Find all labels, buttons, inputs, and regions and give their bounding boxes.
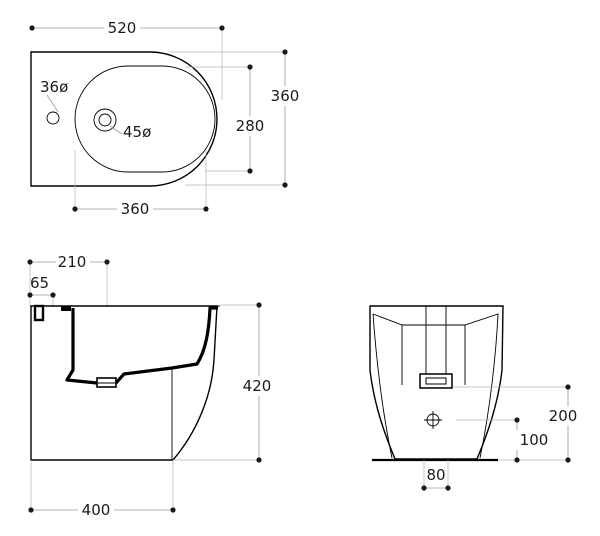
dim-label-65: 65 <box>30 274 49 292</box>
drain-inner <box>98 113 112 127</box>
dim-label-420: 420 <box>243 377 272 395</box>
side-bowl-profile <box>65 306 218 385</box>
label-bg <box>268 86 302 106</box>
label-bg <box>515 430 551 450</box>
rim-marker <box>61 306 71 311</box>
top-bowl-outline <box>74 65 216 173</box>
dim-label-200: 200 <box>549 407 578 425</box>
dim-dot <box>514 457 520 463</box>
dim-dot <box>72 206 78 212</box>
side-body-outline <box>30 305 218 461</box>
label-bg <box>548 406 584 426</box>
dim-label-360-bottom: 360 <box>121 200 150 218</box>
dim-dot <box>28 507 34 513</box>
front-inner-contour-left <box>372 313 393 459</box>
label-bg <box>117 199 153 219</box>
dim-dot <box>256 457 262 463</box>
drain-fitting <box>96 377 117 388</box>
dim-dot <box>565 457 571 463</box>
label-bg <box>104 18 140 38</box>
leader-45 <box>109 125 123 135</box>
label-bg <box>240 376 276 396</box>
trap-inner <box>425 377 447 385</box>
dim-dot <box>256 302 262 308</box>
dim-dot <box>203 206 209 212</box>
dim-label-45: 45ø <box>123 123 151 141</box>
dim-dot <box>445 485 451 491</box>
dim-label-210: 210 <box>58 253 87 271</box>
dim-label-400: 400 <box>82 501 111 519</box>
dim-label-280: 280 <box>236 117 265 135</box>
top-body-outline <box>30 51 218 187</box>
dim-label-100: 100 <box>520 431 549 449</box>
top-view: 520 36ø 45ø 360 280 <box>29 18 302 219</box>
dim-dot <box>421 485 427 491</box>
front-inner-contour-right <box>372 313 499 459</box>
dim-dot <box>170 507 176 513</box>
dim-dot <box>282 49 288 55</box>
dim-dot <box>50 292 56 298</box>
dim-dot <box>104 259 110 265</box>
dim-dot <box>514 417 520 423</box>
dim-dot <box>27 259 33 265</box>
label-bg <box>232 116 268 136</box>
label-bg <box>56 252 90 272</box>
dim-dot <box>565 384 571 390</box>
dim-label-36: 36ø <box>40 78 68 96</box>
dim-dot <box>247 168 253 174</box>
dim-dot <box>247 64 253 70</box>
dim-label-360-right: 360 <box>271 87 300 105</box>
faucet-hole <box>46 111 60 125</box>
dim-dot <box>29 25 35 31</box>
dim-label-80: 80 <box>426 466 445 484</box>
side-view: 210 65 420 400 <box>27 252 276 520</box>
drain-outer <box>93 108 117 132</box>
dim-label-520: 520 <box>108 19 137 37</box>
leader-36 <box>46 94 59 113</box>
dim-dot <box>219 25 225 31</box>
dim-dot <box>27 292 33 298</box>
dim-dot <box>282 182 288 188</box>
front-view: 200 100 80 <box>369 305 584 491</box>
label-bg <box>78 500 114 520</box>
faucet-boss <box>33 304 45 322</box>
